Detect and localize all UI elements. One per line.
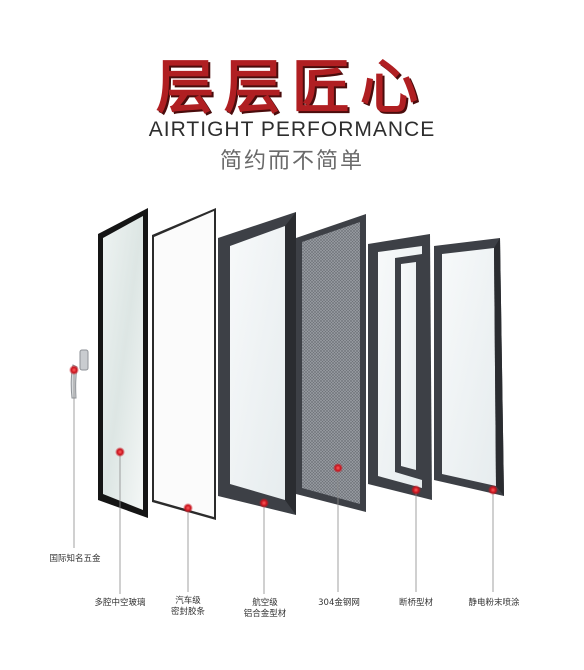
label-glass: 多腔中空玻璃 bbox=[84, 598, 156, 609]
marker-dot bbox=[333, 463, 343, 473]
label-line: 304金钢网 bbox=[318, 598, 360, 608]
powder-coated-frame-icon bbox=[434, 238, 504, 496]
marker-dot bbox=[259, 498, 269, 508]
label-line: 国际知名五金 bbox=[49, 554, 101, 564]
page-title: 层层匠心 bbox=[155, 53, 428, 121]
label-powder-coating: 静电粉末喷涂 bbox=[458, 598, 530, 609]
label-steel-mesh: 304金钢网 bbox=[310, 598, 368, 609]
subtitle-english: AIRTIGHT PERFORMANCE bbox=[148, 118, 436, 141]
thermal-break-frame-icon bbox=[368, 234, 432, 500]
marker-dot bbox=[488, 485, 498, 495]
marker-dot bbox=[183, 503, 193, 513]
label-hardware: 国际知名五金 bbox=[44, 554, 106, 565]
seal-strip-icon bbox=[152, 208, 216, 520]
label-line: 铝合金型材 bbox=[243, 609, 287, 619]
label-aluminum-profile: 航空级 铝合金型材 bbox=[234, 598, 296, 620]
glass-pane-icon bbox=[98, 208, 148, 518]
aluminum-frame-icon bbox=[218, 212, 296, 515]
label-line: 密封胶条 bbox=[170, 607, 205, 617]
label-line: 多腔中空玻璃 bbox=[94, 598, 146, 608]
label-thermal-break: 断桥型材 bbox=[388, 598, 444, 609]
label-line: 静电粉末喷涂 bbox=[468, 598, 520, 608]
marker-dot bbox=[115, 447, 125, 457]
marker-dot bbox=[69, 365, 79, 375]
label-line: 汽车级 bbox=[175, 596, 201, 606]
label-line: 航空级 bbox=[252, 598, 278, 608]
leader-lines bbox=[73, 372, 494, 594]
highlight-markers bbox=[69, 365, 498, 513]
marker-dot bbox=[411, 485, 421, 495]
subtitle-chinese: 简约而不简单 bbox=[219, 149, 364, 174]
label-seal-strip: 汽车级 密封胶条 bbox=[158, 596, 218, 618]
label-line: 断桥型材 bbox=[398, 598, 433, 608]
steel-mesh-icon bbox=[296, 214, 366, 512]
